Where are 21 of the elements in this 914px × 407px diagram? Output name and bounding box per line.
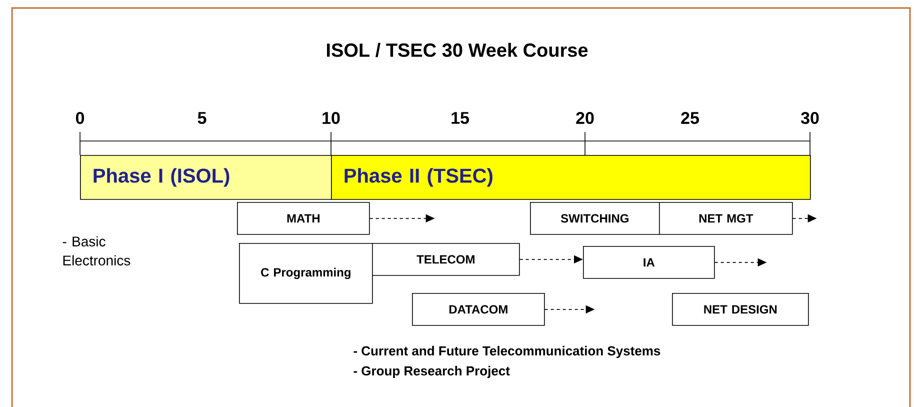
- week-number: 30: [800, 112, 819, 124]
- week-number: 20: [576, 112, 594, 124]
- week-number: 0: [76, 112, 84, 124]
- course-box: DATACOM: [412, 293, 545, 326]
- week-number: 15: [452, 112, 469, 124]
- course-box: SWITCHING: [530, 202, 660, 235]
- phase-band: Phase II (TSEC): [331, 155, 811, 200]
- note: - Group Research Project: [354, 366, 510, 378]
- course-box: C Programming: [239, 243, 373, 304]
- week-number: 25: [681, 112, 699, 124]
- course-box: IA: [583, 246, 715, 279]
- note: - Basic Electronics: [62, 236, 130, 266]
- course-box: TELECOM: [372, 243, 520, 276]
- title: ISOL / TSEC 30 Week Course: [327, 42, 588, 58]
- phase-band: Phase I (ISOL): [80, 155, 332, 200]
- course-box: NET DESIGN: [672, 293, 809, 326]
- note: - Current and Future Telecommunication Systems: [354, 346, 660, 358]
- course-box: NET MGT: [659, 202, 793, 235]
- course-box: MATH: [237, 202, 370, 235]
- week-number: 5: [198, 112, 206, 124]
- week-number: 10: [322, 112, 340, 124]
